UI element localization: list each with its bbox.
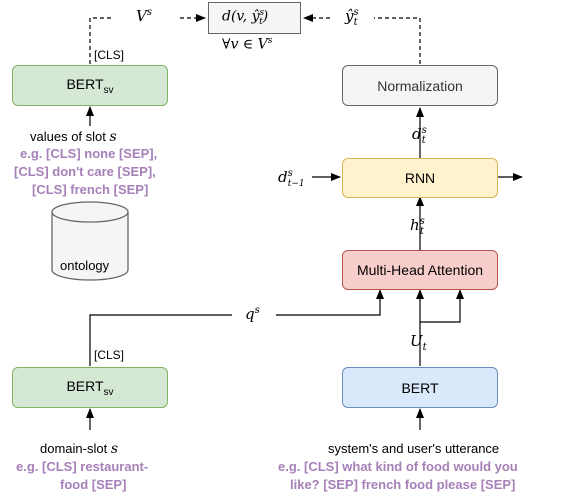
bert-sv-bottom-box: BERTsv	[12, 367, 168, 408]
normalization-box: Normalization	[342, 65, 498, 106]
bert-label: BERT	[401, 379, 439, 396]
distance-box	[208, 2, 301, 34]
dashed-bertsv-to-distance	[89, 18, 205, 64]
normalization-label: Normalization	[377, 77, 463, 94]
label-yhat: ŷst	[345, 7, 359, 28]
distance-forall: ∀v ∈ Vs	[222, 36, 273, 53]
values-example-2: [CLS] don't care [SEP],	[14, 164, 156, 179]
bert-sv-top-box: BERTsv	[12, 65, 168, 106]
domain-example-2: food [SEP]	[60, 477, 127, 492]
domain-slot-label: domain-slot s	[40, 441, 118, 457]
domain-example-1: e.g. [CLS] restaurant-	[16, 459, 149, 474]
distance-formula: d(v, ŷst)	[222, 8, 269, 28]
ontology-cylinder	[51, 201, 129, 281]
bert-sv-bottom-label: BERTsv	[66, 377, 114, 398]
cls-label-bottom: [CLS]	[94, 348, 125, 362]
label-d-t-s: dst	[412, 125, 427, 146]
label-d-prev: dst−1	[278, 168, 305, 189]
arrow-bert-to-mha-right	[420, 289, 464, 323]
arrow-q-to-mha	[89, 290, 380, 366]
bert-sv-top-label: BERTsv	[66, 75, 114, 96]
dashed-normalization-to-distance	[304, 18, 421, 64]
label-q-s: qs	[245, 305, 260, 323]
cls-label-top: [CLS]	[94, 48, 125, 62]
label-h-t-s: hst	[410, 216, 425, 237]
mha-label: Multi-Head Attention	[356, 262, 484, 278]
values-example-3: [CLS] french [SEP]	[32, 182, 149, 197]
utterance-example-2: like? [SEP] french food please [SEP]	[290, 477, 516, 492]
bert-box: BERT	[342, 367, 498, 408]
utterance-example-1: e.g. [CLS] what kind of food would you	[278, 459, 518, 474]
values-example-1: e.g. [CLS] none [SEP],	[20, 146, 158, 161]
ontology-label: ontology	[60, 258, 110, 273]
rnn-label: RNN	[404, 170, 436, 186]
utterance-label: system's and user's utterance	[328, 441, 500, 456]
rnn-box: RNN	[342, 158, 498, 198]
values-of-slot-label: values of slot s	[30, 129, 117, 145]
label-V-s: Vs	[136, 7, 152, 25]
label-U-t: Ut	[410, 332, 427, 353]
multi-head-attention-box: Multi-Head Attention	[342, 250, 498, 290]
